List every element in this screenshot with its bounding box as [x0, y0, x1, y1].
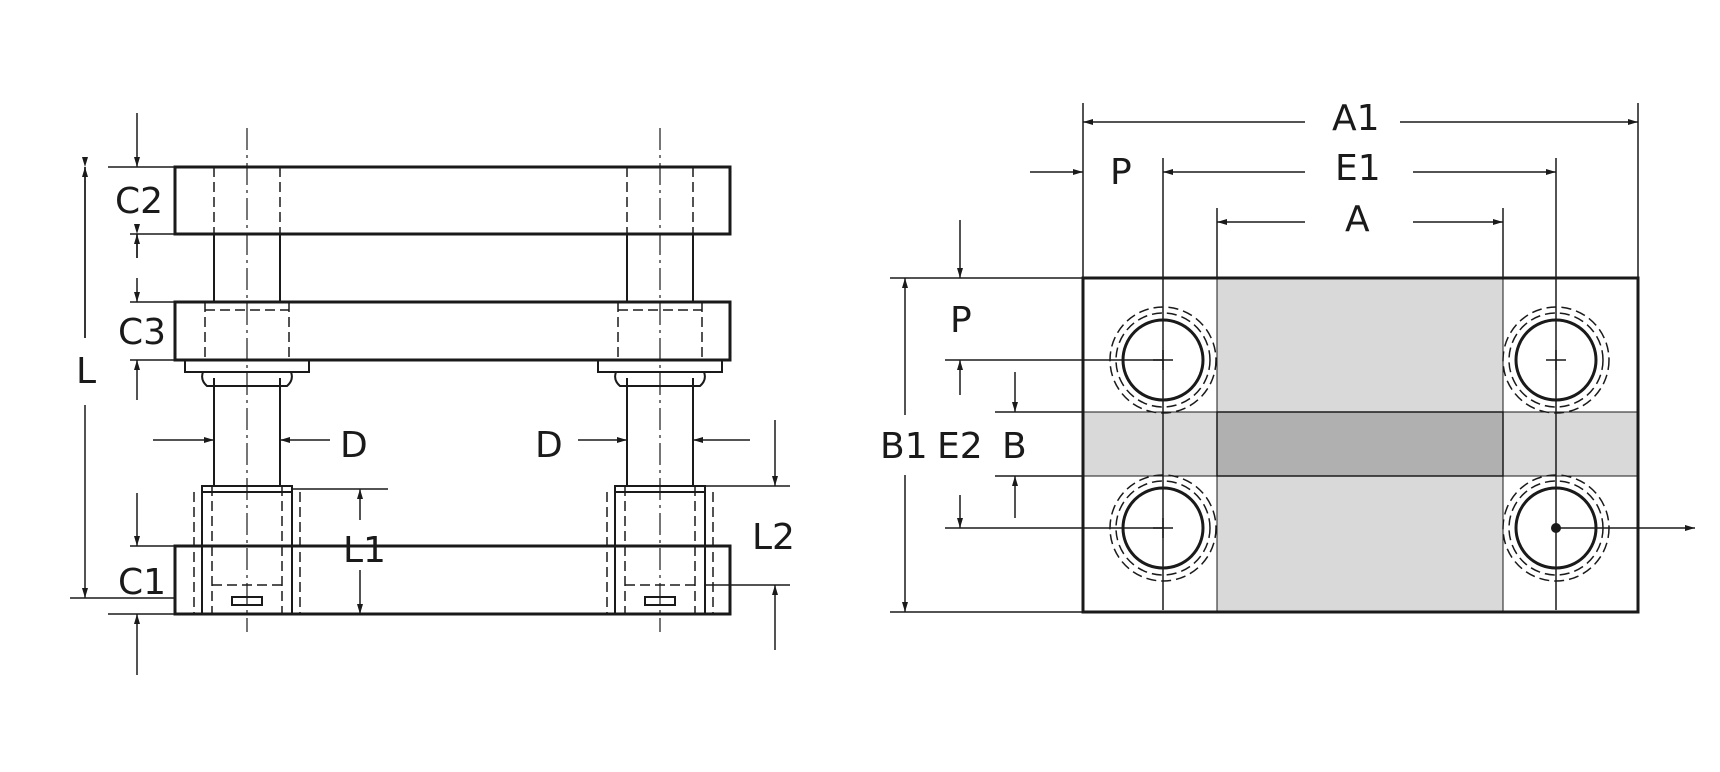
- label-p-top: P: [1110, 152, 1132, 193]
- label-d-right: D: [535, 425, 563, 466]
- label-c2: C2: [115, 181, 163, 222]
- top-plate: [173, 165, 732, 236]
- label-e2: E2: [937, 426, 983, 467]
- front-view: C2 C3 L D D C1 L1 L2: [70, 113, 795, 675]
- label-b1: B1: [880, 426, 928, 467]
- top-view: A1 P E1 A P B1 E2 B: [880, 98, 1695, 614]
- dim-l1: [292, 488, 615, 614]
- label-c1: C1: [118, 562, 166, 603]
- dim-c2: [108, 113, 175, 302]
- dim-c1: [108, 493, 175, 675]
- left-pillar: [184, 128, 310, 632]
- label-e1: E1: [1335, 148, 1381, 189]
- label-c3: C3: [118, 312, 166, 353]
- middle-plate: [173, 300, 732, 362]
- dim-l: [70, 157, 175, 599]
- label-l1: L1: [343, 530, 386, 571]
- label-a: A: [1345, 199, 1370, 240]
- label-l2: L2: [752, 517, 795, 558]
- dim-l2: [705, 420, 790, 650]
- label-p-side: P: [950, 300, 972, 341]
- bottom-plate: [173, 544, 732, 616]
- label-a1: A1: [1332, 98, 1380, 139]
- overlap-area: [1216, 411, 1504, 477]
- dim-c3: [130, 301, 175, 400]
- label-l: L: [76, 351, 96, 392]
- label-b: B: [1002, 426, 1027, 467]
- label-d-left: D: [340, 425, 368, 466]
- right-pillar: [597, 128, 723, 632]
